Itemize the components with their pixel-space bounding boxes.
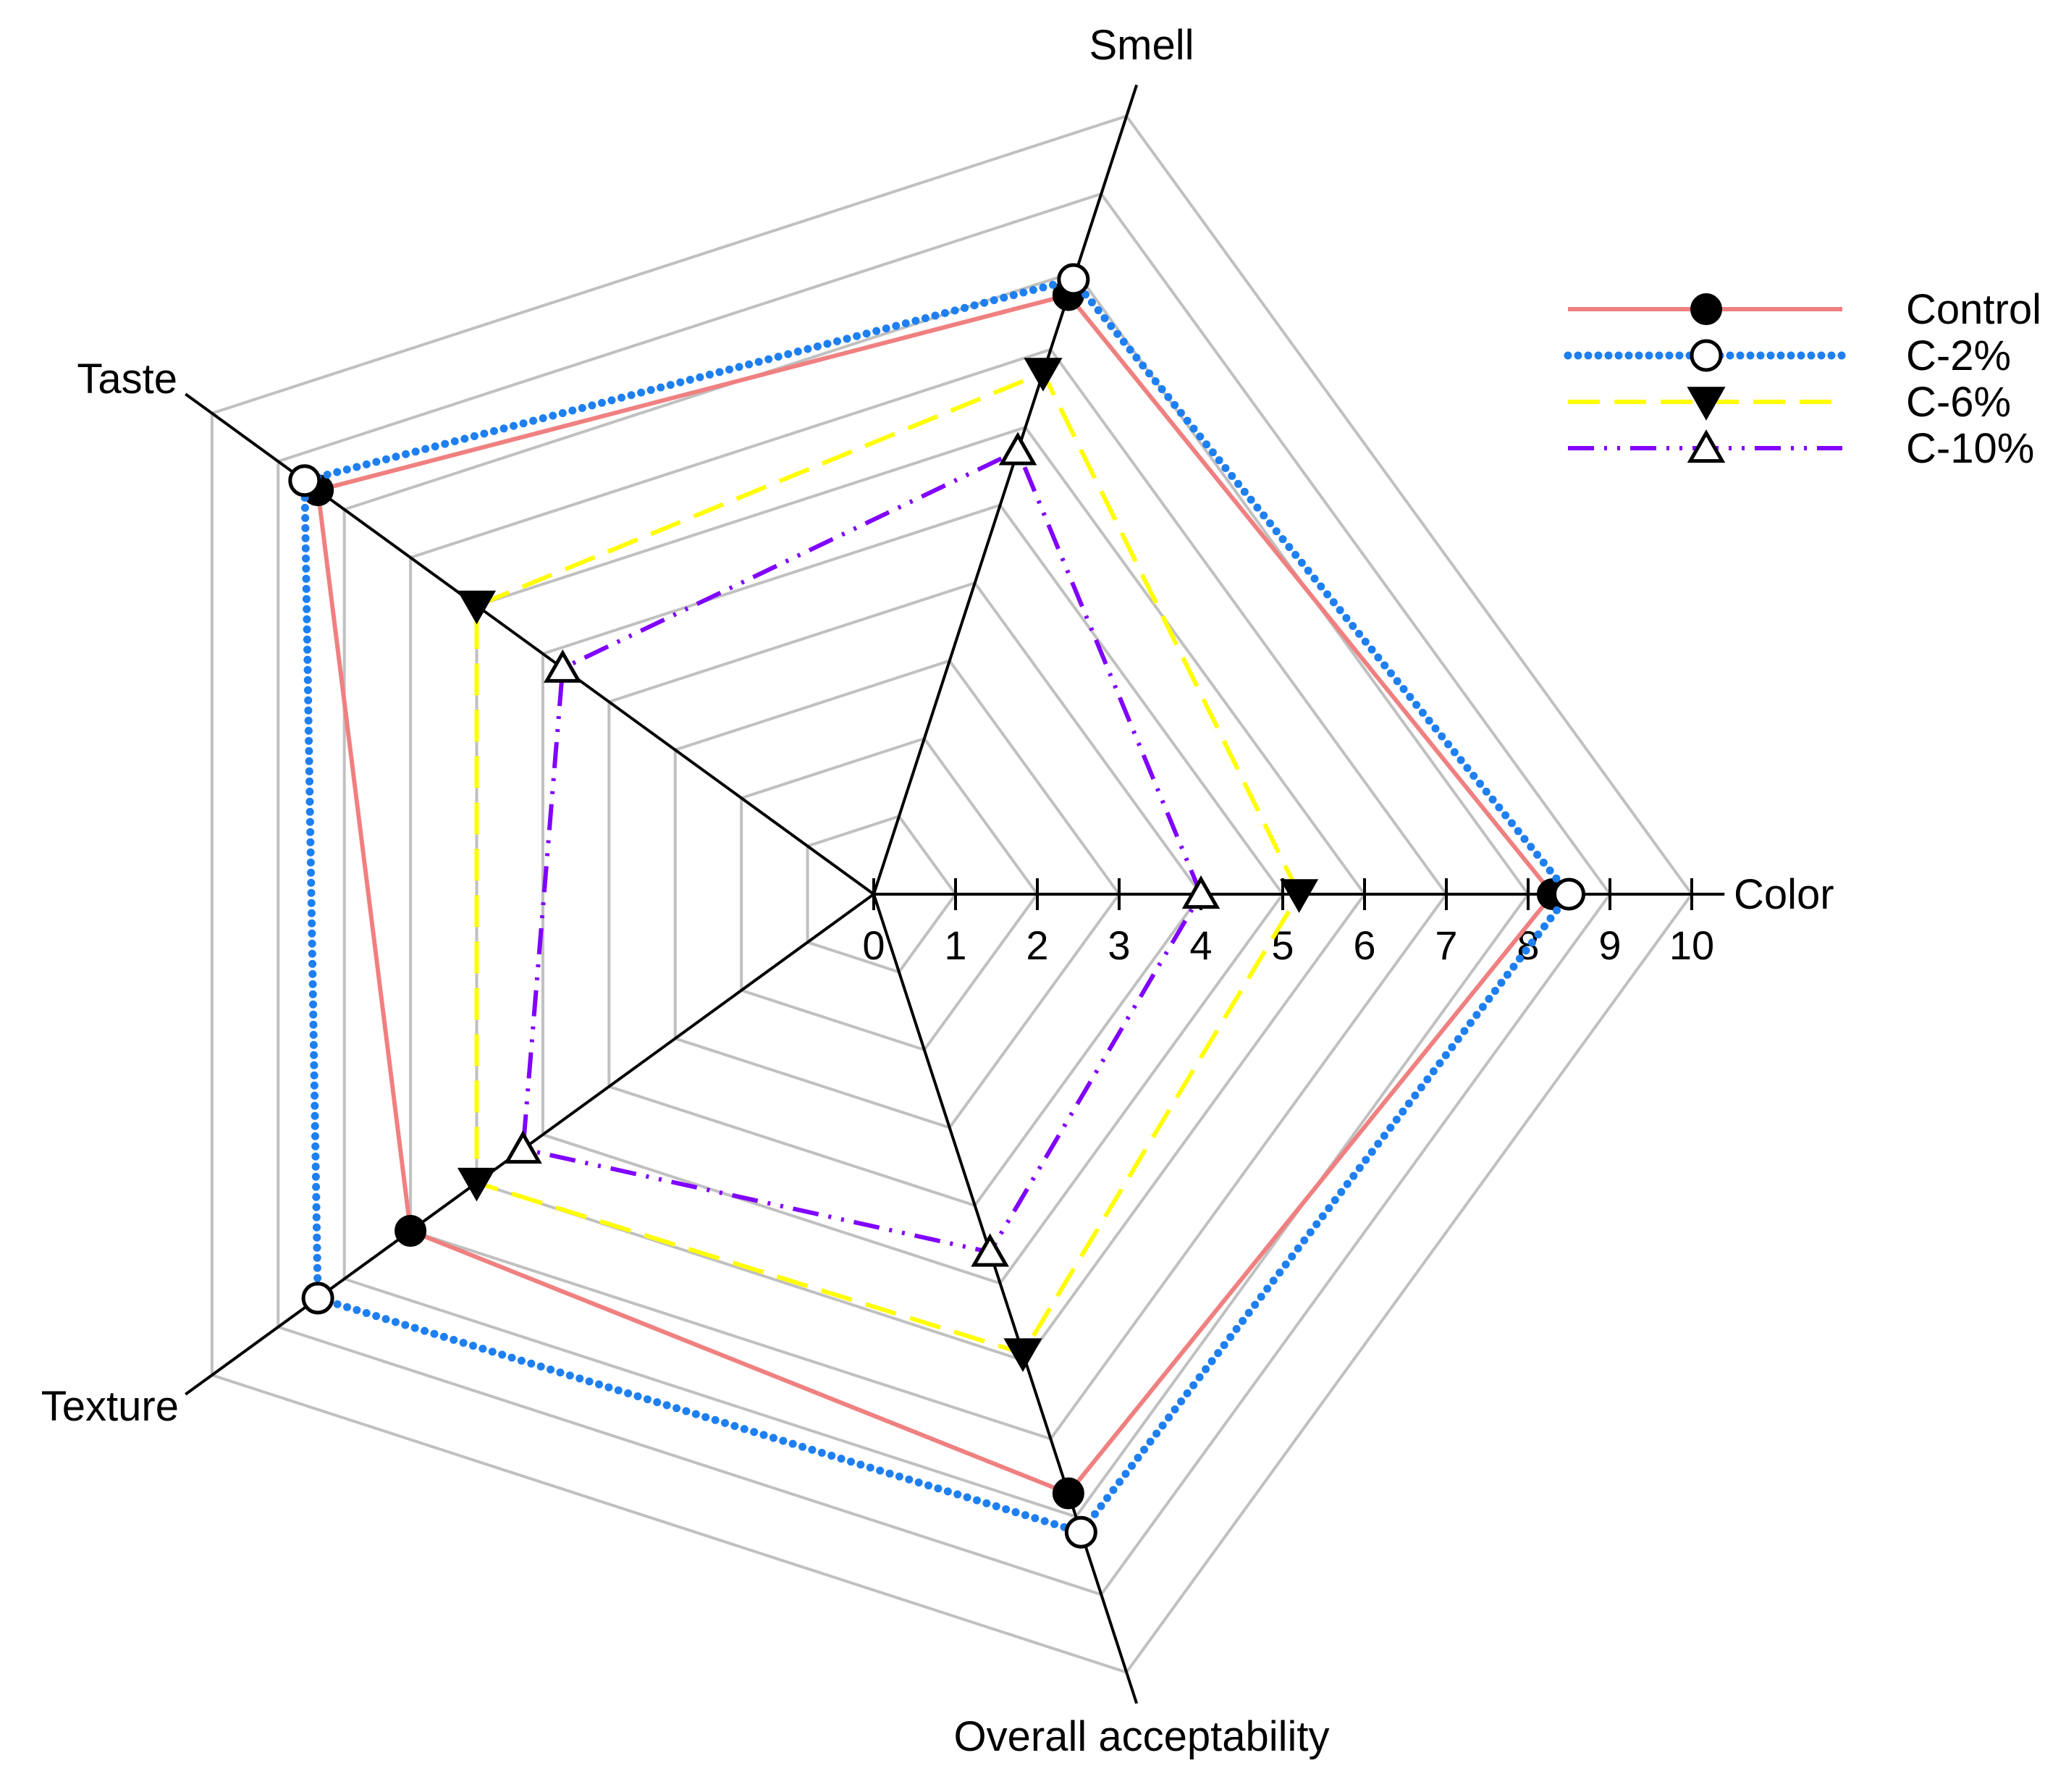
series-line xyxy=(316,293,1555,1496)
tick-label-1: 1 xyxy=(944,922,966,968)
data-point-3 xyxy=(457,1167,497,1202)
axis-extension-1 xyxy=(1125,84,1139,117)
legend-label: C-6% xyxy=(1906,379,2011,426)
axis-extension-2 xyxy=(185,392,213,415)
legend-marker xyxy=(1690,293,1722,325)
data-point-3 xyxy=(301,1282,334,1315)
grid-ring-9 xyxy=(277,192,1612,1597)
grid-ring-3 xyxy=(673,659,1121,1130)
tick-label-9: 9 xyxy=(1598,922,1621,968)
series-line xyxy=(520,448,1203,1255)
grid-ring-5 xyxy=(541,503,1285,1285)
axis-label-smell: Smell xyxy=(1089,22,1194,69)
data-point-3 xyxy=(504,1130,542,1164)
data-point-1 xyxy=(998,432,1037,466)
data-point-4 xyxy=(1003,1338,1042,1372)
data-point-4 xyxy=(1052,1477,1084,1510)
series-c-10- xyxy=(504,432,1220,1267)
axis-extension-3 xyxy=(185,1374,213,1396)
grid-ring-1 xyxy=(806,815,958,974)
data-point-2 xyxy=(544,649,582,683)
data-point-4 xyxy=(971,1233,1009,1267)
legend-entry-3: C-10% xyxy=(1568,425,2034,472)
legend-label: C-10% xyxy=(1906,425,2034,472)
series-c-6- xyxy=(457,358,1319,1372)
tick-label-10: 10 xyxy=(1669,922,1714,968)
grid-ring-4 xyxy=(607,581,1203,1208)
data-point-1 xyxy=(1057,263,1090,296)
data-point-4 xyxy=(1064,1515,1097,1549)
legend-entry-2: C-6% xyxy=(1568,379,2011,426)
data-point-0 xyxy=(1553,878,1585,911)
legend-entry-1: C-2% xyxy=(1564,332,2011,379)
axis-line-1 xyxy=(872,115,1129,895)
series-line xyxy=(474,370,1302,1356)
axis-label-overall-acceptability: Overall acceptability xyxy=(954,1713,1330,1760)
tick-label-4: 4 xyxy=(1189,922,1212,968)
tick-label-2: 2 xyxy=(1026,922,1048,968)
axis-label-texture: Texture xyxy=(41,1383,179,1430)
grid-ring-6 xyxy=(475,425,1367,1363)
legend-label: C-2% xyxy=(1906,332,2011,379)
grid-ring-10 xyxy=(210,114,1694,1675)
axis-label-taste: Taste xyxy=(77,356,177,403)
tick-label-0: 0 xyxy=(862,922,885,968)
grid-ring-7 xyxy=(409,348,1449,1441)
data-point-0 xyxy=(1280,879,1319,913)
data-point-2 xyxy=(288,464,321,497)
legend-marker xyxy=(1690,339,1723,372)
legend-marker xyxy=(1687,429,1726,463)
tick-label-6: 6 xyxy=(1353,922,1375,968)
tick-label-7: 7 xyxy=(1435,922,1457,968)
series xyxy=(288,263,1585,1549)
series-line xyxy=(300,275,1573,1536)
legend-label: Control xyxy=(1906,286,2041,333)
data-point-2 xyxy=(457,590,497,625)
axis-label-color: Color xyxy=(1734,871,1834,918)
legend-marker xyxy=(1687,387,1726,421)
tick-label-5: 5 xyxy=(1271,922,1294,968)
data-point-1 xyxy=(1024,358,1063,392)
axis-line-4 xyxy=(872,893,1129,1673)
grid xyxy=(210,114,1694,1675)
legend-entry-0: Control xyxy=(1568,286,2041,333)
tick-label-3: 3 xyxy=(1108,922,1130,968)
grid-ring-2 xyxy=(740,736,1040,1052)
data-point-3 xyxy=(395,1214,427,1247)
data-point-0 xyxy=(1181,875,1220,909)
series-c-2- xyxy=(288,263,1585,1549)
axis-extension-4 xyxy=(1125,1672,1139,1704)
